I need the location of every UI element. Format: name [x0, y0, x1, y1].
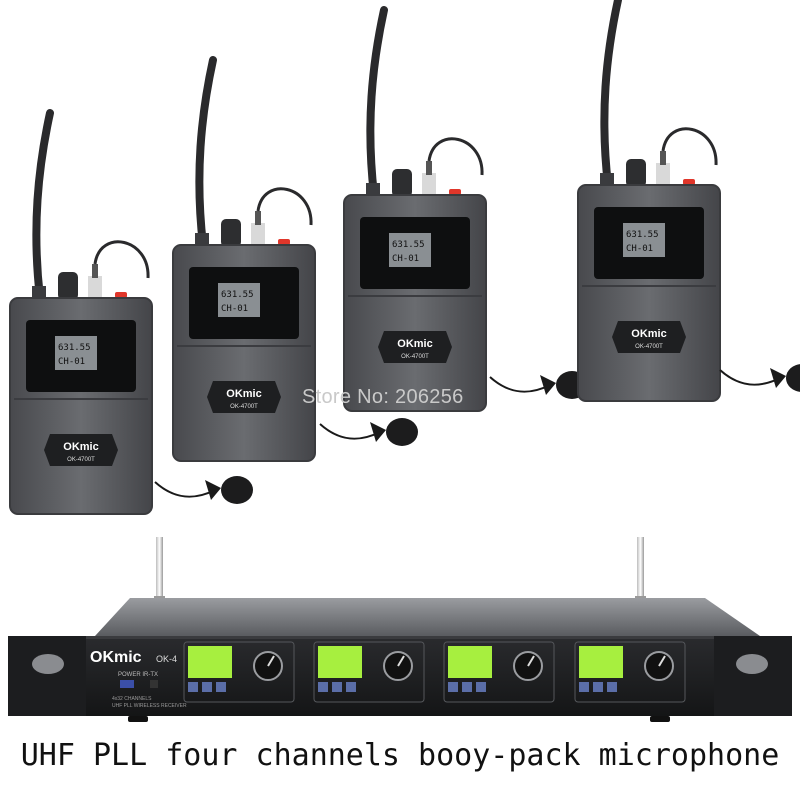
- product-caption: UHF PLL four channels booy-pack micropho…: [20, 738, 780, 773]
- svg-text:OKmic: OKmic: [90, 649, 142, 666]
- svg-text:POWER IR-TX: POWER IR-TX: [118, 672, 158, 678]
- store-watermark: Store No: 206256: [302, 386, 464, 408]
- svg-text:OK-4: OK-4: [156, 654, 177, 664]
- antenna-left: [156, 537, 163, 603]
- bodypack-transmitter: [578, 0, 800, 401]
- rack-receiver: OKmic OK-4 POWER IR-TX 4x32 CHANNELS UHF…: [8, 598, 792, 722]
- bodypack-transmitter: [344, 10, 589, 411]
- antenna-right: [637, 537, 644, 603]
- svg-text:4x32 CHANNELS: 4x32 CHANNELS: [112, 696, 152, 702]
- svg-text:UHF PLL WIRELESS RECEIVER: UHF PLL WIRELESS RECEIVER: [112, 703, 187, 709]
